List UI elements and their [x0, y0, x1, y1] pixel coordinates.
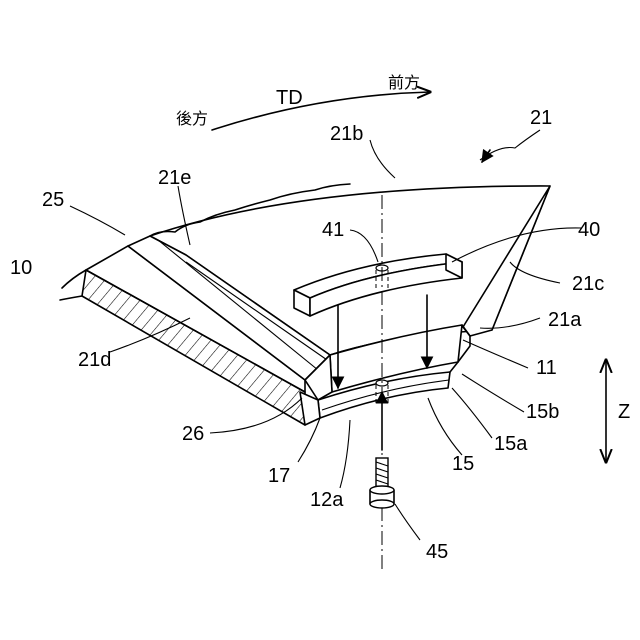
label-15: 15	[452, 453, 474, 475]
label-15a: 15a	[494, 433, 528, 455]
label-21: 21	[530, 107, 552, 129]
label-41: 41	[322, 219, 344, 241]
label-21d: 21d	[78, 349, 111, 371]
label-15b: 15b	[526, 401, 559, 423]
label-12a: 12a	[310, 489, 344, 511]
label-17: 17	[268, 465, 290, 487]
label-40: 40	[578, 219, 600, 241]
label-26: 26	[182, 423, 204, 445]
label-21b: 21b	[330, 123, 363, 145]
label-21e: 21e	[158, 167, 191, 189]
label-21a: 21a	[548, 309, 582, 331]
label-11: 11	[536, 357, 557, 379]
td-direction-arrow	[212, 92, 430, 130]
bolt-45	[370, 458, 394, 508]
label-45: 45	[426, 541, 448, 563]
label-td: TD	[276, 87, 303, 109]
label-z: Z	[618, 401, 630, 423]
label-front: 前方	[388, 73, 420, 92]
label-25: 25	[42, 189, 64, 211]
label-10: 10	[10, 257, 32, 279]
label-rear: 後方	[176, 109, 208, 128]
label-21c: 21c	[572, 273, 604, 295]
